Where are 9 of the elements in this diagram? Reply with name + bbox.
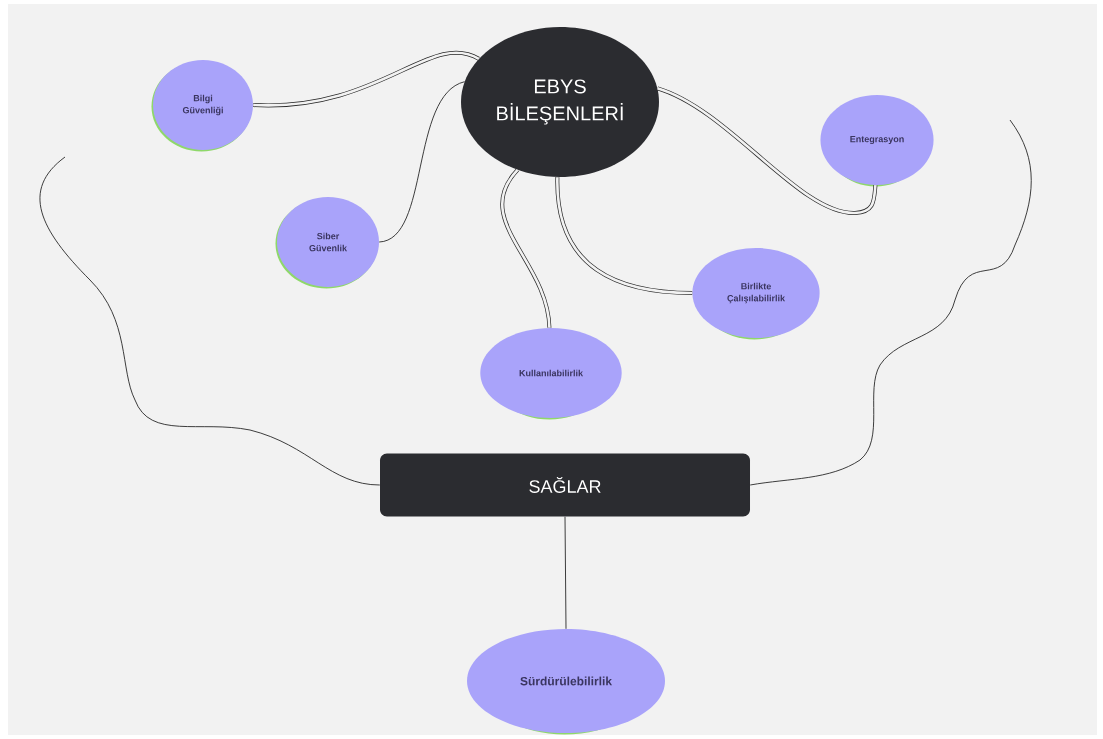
connector-line (656, 86, 878, 215)
connector-line (500, 168, 552, 329)
connector-line (378, 81, 465, 243)
connector-line (564, 516, 567, 630)
connector-line (253, 50, 480, 107)
connector-line (749, 119, 1032, 486)
label-box: SAĞLAR (380, 453, 750, 517)
connector-line (555, 177, 693, 295)
connector-line (39, 156, 381, 486)
